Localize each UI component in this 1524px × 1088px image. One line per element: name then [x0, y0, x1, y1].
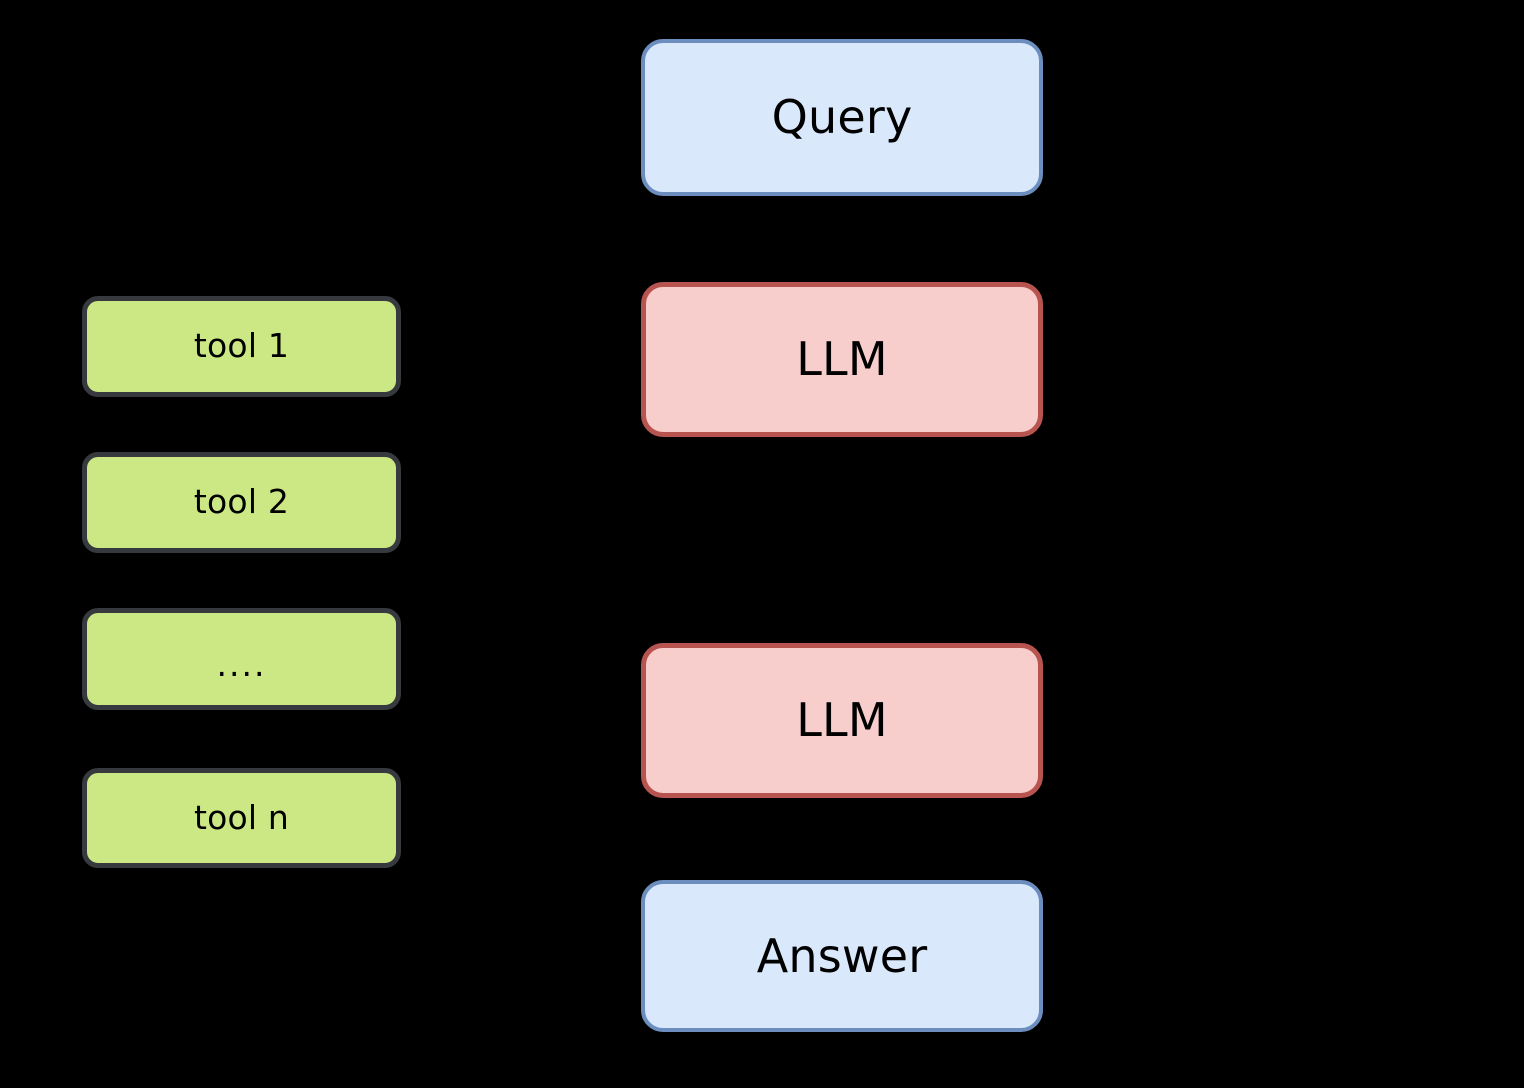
node-answer-label: Answer — [756, 928, 928, 983]
node-query-label: Query — [771, 90, 913, 145]
node-tool-1[interactable]: tool 1 — [82, 296, 401, 397]
node-tool-n[interactable]: tool n — [82, 768, 401, 868]
node-tool-2[interactable]: tool 2 — [82, 452, 401, 553]
node-tool-1-label: tool 1 — [193, 326, 290, 366]
node-query[interactable]: Query — [641, 39, 1043, 196]
node-tool-n-label: tool n — [193, 797, 290, 837]
node-tool-ellipsis-label: .... — [216, 644, 267, 684]
node-llm-first-label: LLM — [796, 332, 888, 387]
node-llm-second-label: LLM — [796, 693, 888, 748]
node-tool-ellipsis[interactable]: .... — [82, 608, 401, 710]
node-llm-second[interactable]: LLM — [641, 643, 1043, 798]
node-answer[interactable]: Answer — [641, 880, 1043, 1032]
node-tool-2-label: tool 2 — [193, 482, 290, 522]
node-llm-first[interactable]: LLM — [641, 282, 1043, 437]
